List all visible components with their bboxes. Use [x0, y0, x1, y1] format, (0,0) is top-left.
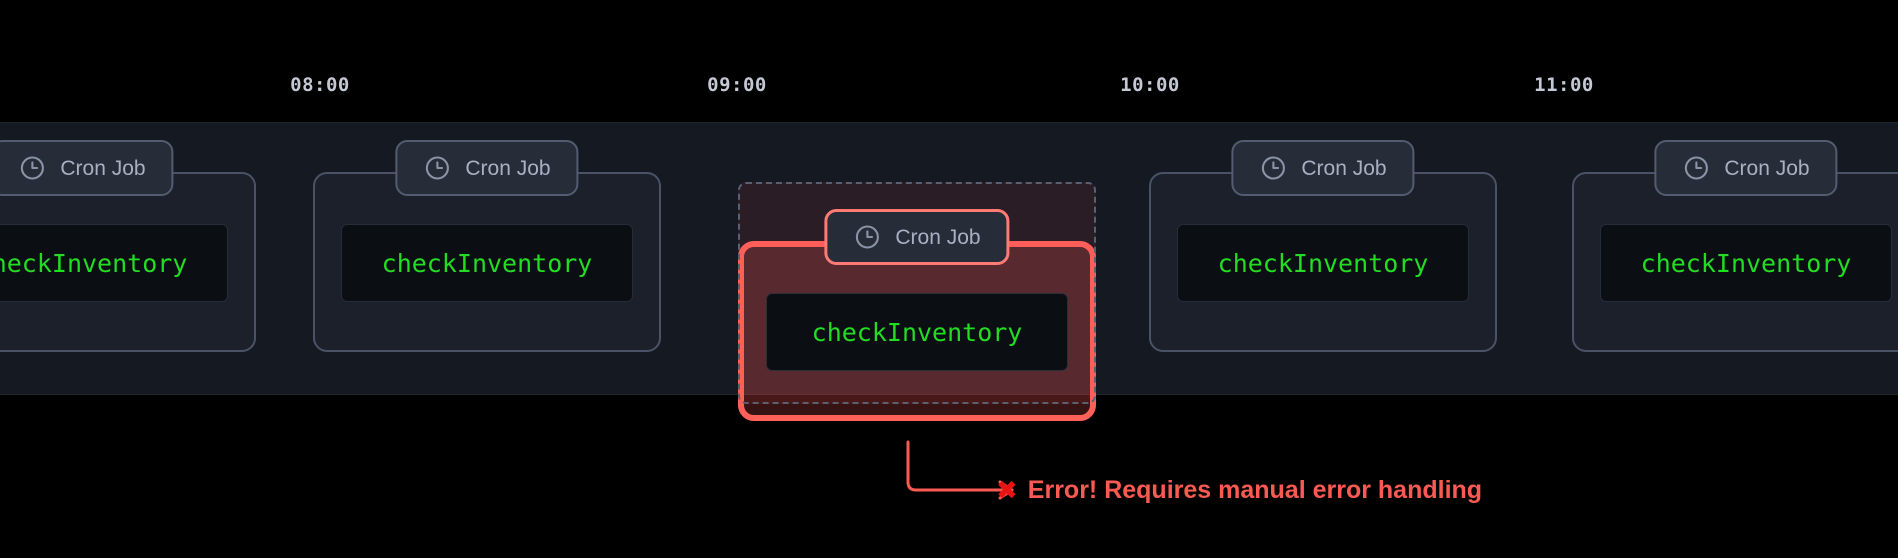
- clock-icon: [425, 156, 449, 180]
- job-function-name: checkInventory: [1217, 248, 1429, 278]
- job-code-box: checkInventory: [766, 293, 1068, 371]
- clock-icon: [1684, 156, 1708, 180]
- time-tick-0900: 09:00: [707, 74, 767, 96]
- error-cross-icon: ✖: [996, 475, 1018, 505]
- time-ruler: 08:00 09:00 10:00 11:00: [0, 0, 1898, 122]
- job-function-name: checkInventory: [381, 248, 593, 278]
- clock-icon: [855, 225, 879, 249]
- job-code-box: checkInventory: [1600, 224, 1892, 302]
- time-tick-1100: 11:00: [1534, 74, 1594, 96]
- cron-job-badge[interactable]: Cron Job: [0, 140, 174, 196]
- cron-job-badge[interactable]: Cron Job: [1231, 140, 1415, 196]
- clock-icon: [20, 156, 44, 180]
- cron-job-badge-label: Cron Job: [1724, 156, 1810, 180]
- cron-job-badge-label: Cron Job: [60, 156, 146, 180]
- error-message: ✖ Error! Requires manual error handling: [996, 477, 1482, 503]
- cron-job-badge-label: Cron Job: [895, 225, 981, 249]
- clock-icon: [1261, 156, 1285, 180]
- cron-job-badge-label: Cron Job: [1301, 156, 1387, 180]
- job-code-box: checkInventory: [1177, 224, 1469, 302]
- time-tick-1000: 10:00: [1120, 74, 1180, 96]
- job-function-name: checkInventory: [0, 248, 188, 278]
- job-function-name: checkInventory: [811, 317, 1023, 347]
- time-tick-0800: 08:00: [290, 74, 350, 96]
- cron-job-badge[interactable]: Cron Job: [1654, 140, 1838, 196]
- cron-job-badge-label: Cron Job: [465, 156, 551, 180]
- job-code-box: checkInventory: [0, 224, 228, 302]
- error-message-text: Error! Requires manual error handling: [1027, 475, 1483, 504]
- cron-job-badge[interactable]: Cron Job: [824, 209, 1010, 265]
- error-callout-arrow: [906, 440, 1014, 500]
- cron-job-badge[interactable]: Cron Job: [395, 140, 579, 196]
- job-code-box: checkInventory: [341, 224, 633, 302]
- job-function-name: checkInventory: [1640, 248, 1852, 278]
